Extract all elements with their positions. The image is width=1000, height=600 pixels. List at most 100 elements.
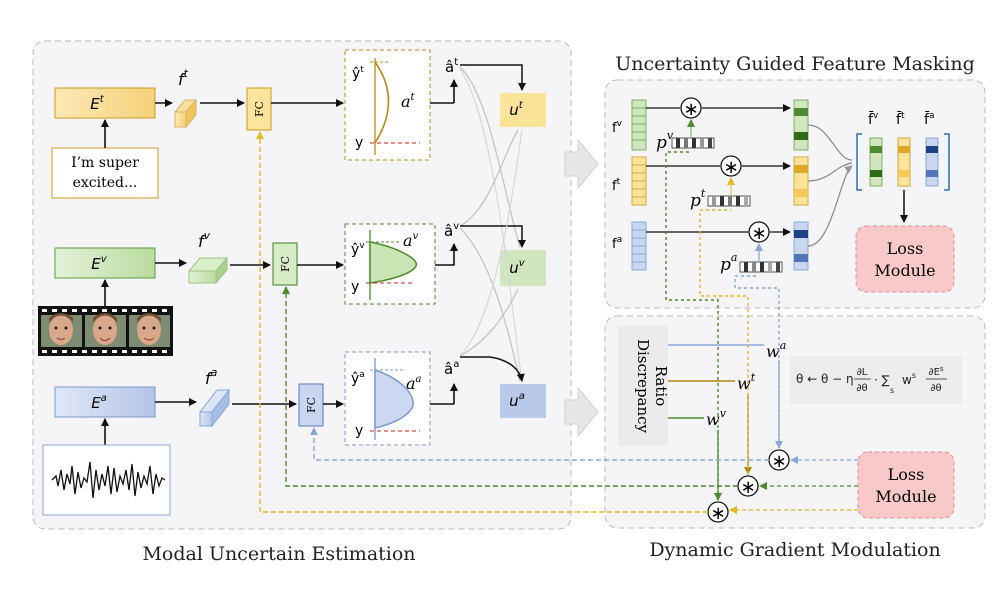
weight-wa: wa <box>766 339 786 361</box>
audio-row: Ea fa FC ŷa y aa âa ua <box>42 351 546 516</box>
merge-v-line <box>807 124 853 161</box>
flow-arrow-bottom <box>564 386 599 438</box>
flow-arrow-top <box>564 138 599 190</box>
text-input-line2: excited... <box>73 175 138 191</box>
audio-encoder <box>54 386 156 418</box>
text-fc <box>246 87 272 131</box>
text-dist-curve <box>374 61 390 144</box>
text-fc-label: FC <box>253 101 266 117</box>
grad-t-multiply-sym: ∗ <box>740 477 755 498</box>
gradient-feedback <box>256 131 780 513</box>
formula-dtheta2: ∂θ <box>930 383 941 394</box>
text-feature-label: ft <box>178 67 189 89</box>
merge-t-line <box>807 162 853 182</box>
modulation-panel-title: Dynamic Gradient Modulation <box>649 539 940 561</box>
formula-sum: · ∑ <box>874 373 890 387</box>
mask-fv-label: fv <box>612 119 623 136</box>
audio-fc <box>298 383 324 427</box>
video-fc <box>272 242 298 286</box>
audio-yhat: ŷa <box>351 370 365 387</box>
uncertainty-connections <box>459 64 526 382</box>
fused-ft-label: f̄t <box>896 110 905 128</box>
mask-pa-label: pa <box>720 251 737 275</box>
fused-v-column <box>869 137 883 187</box>
text-y: y <box>355 135 363 151</box>
masking-content: fv ft fa ∗ ∗ ∗ <box>612 97 955 293</box>
video-frame-1 <box>41 313 82 347</box>
fused-fv-label: f̄v <box>868 110 879 128</box>
grad-a-multiply-sym: ∗ <box>771 451 786 472</box>
discrepancy-ratio-box <box>618 326 668 446</box>
discrepancy-line1: Discrepancy <box>634 339 652 434</box>
fused-t-column <box>897 137 911 187</box>
mask-ft-label: ft <box>612 177 621 194</box>
video-u-label: uv <box>509 258 526 277</box>
mask-pa-bar <box>739 261 783 273</box>
update-formula-box <box>790 356 962 404</box>
formula-sum-sub: s <box>890 386 894 395</box>
masking-panel-title: Uncertainty Guided Feature Masking <box>615 53 974 75</box>
text-feature-slab-front <box>174 111 187 128</box>
text-uncertainty <box>500 93 546 127</box>
masking-loss-line1: Loss <box>887 239 924 258</box>
mask-pv-label: pv <box>656 129 674 153</box>
masked-v-column <box>793 99 809 151</box>
mask-pv-bar <box>671 137 715 149</box>
audio-y: y <box>355 423 363 439</box>
masked-t-column <box>793 156 809 206</box>
fused-a-column <box>925 137 939 187</box>
text-row: Et I’m super excited... ft FC ŷt y at ât… <box>51 49 546 199</box>
audio-fc-label: FC <box>305 397 318 413</box>
audio-a: aa <box>406 374 422 393</box>
masking-loss-module <box>855 225 955 293</box>
video-dist-curve <box>369 241 417 284</box>
text-yhat: ŷt <box>352 65 364 82</box>
video-feature-label: fv <box>198 229 211 251</box>
modulation-loss-line2: Module <box>875 487 936 506</box>
feedback-audio <box>310 427 769 461</box>
text-u-label: ut <box>509 100 524 119</box>
text-encoder-label: Et <box>90 94 104 113</box>
discrepancy-line2: Ratio <box>652 366 670 406</box>
video-fc-label: FC <box>279 256 292 272</box>
weight-wv: wv <box>706 407 727 429</box>
audio-ahat: âa <box>444 359 459 378</box>
feedback-text <box>256 131 708 513</box>
video-film-strip <box>38 306 173 356</box>
formula-dL: ∂L <box>857 367 868 378</box>
modulation-loss-line1: Loss <box>888 465 925 484</box>
left-panel-title: Modal Uncertain Estimation <box>142 543 415 565</box>
audio-uncertainty <box>500 384 546 418</box>
mask-pt-label: pt <box>690 187 706 211</box>
formula-w: ws <box>902 371 916 387</box>
mask-fa-label: fa <box>612 235 622 252</box>
update-formula: θ ← θ − η ∂L ∂θ · ∑ s ws ∂Es ∂θ <box>796 365 947 395</box>
fused-bracket-right <box>944 133 950 191</box>
mask-a-multiply <box>748 221 770 243</box>
merge-a-line <box>807 165 853 247</box>
text-input-line1: I’m super <box>71 155 139 171</box>
mask-pt-bar <box>707 195 751 207</box>
video-a: av <box>403 231 419 250</box>
masking-loss-line2: Module <box>874 261 935 280</box>
audio-u-label: ua <box>509 391 525 410</box>
modulation-content: Discrepancy Ratio wa wt wv θ ← θ − η ∂L … <box>618 326 962 524</box>
video-encoder-label: Ev <box>91 254 107 273</box>
audio-encoder-label: Ea <box>91 393 107 412</box>
video-frame-2 <box>85 313 126 347</box>
left-panel <box>32 40 572 530</box>
feed-pa <box>734 275 780 448</box>
audio-dist-curve <box>374 368 414 429</box>
grad-v-multiply-sym: ∗ <box>710 503 725 524</box>
video-y: y <box>351 279 359 295</box>
text-a: at <box>401 92 416 111</box>
text-distribution-box <box>344 49 431 161</box>
mask-fa-column <box>631 221 647 271</box>
mask-fv-column <box>631 99 647 151</box>
feedback-video <box>282 286 738 487</box>
masked-a-column <box>793 221 809 271</box>
mask-ft-column <box>631 156 647 206</box>
formula-lhs: θ ← θ − η <box>796 372 854 386</box>
mask-v-multiply <box>680 97 702 119</box>
